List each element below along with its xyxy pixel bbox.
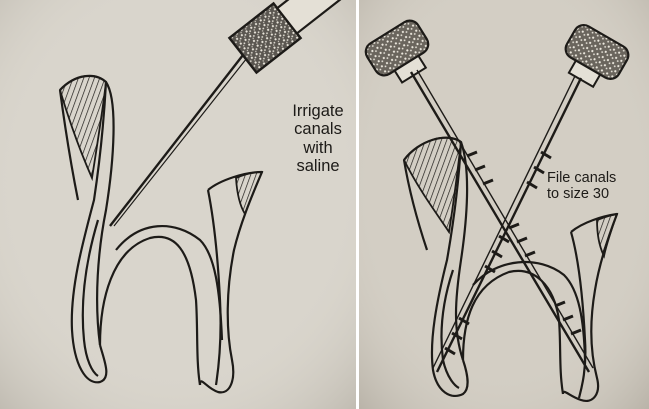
irrigation-panel: Irrigate canals with saline xyxy=(0,0,356,409)
irrigation-illustration xyxy=(0,0,356,409)
irrigate-canals-caption: Irrigate canals with saline xyxy=(268,102,356,176)
file-canals-caption: File canals to size 30 xyxy=(547,170,649,202)
file-canals-panel xyxy=(359,0,649,409)
filing-illustration xyxy=(359,0,649,409)
